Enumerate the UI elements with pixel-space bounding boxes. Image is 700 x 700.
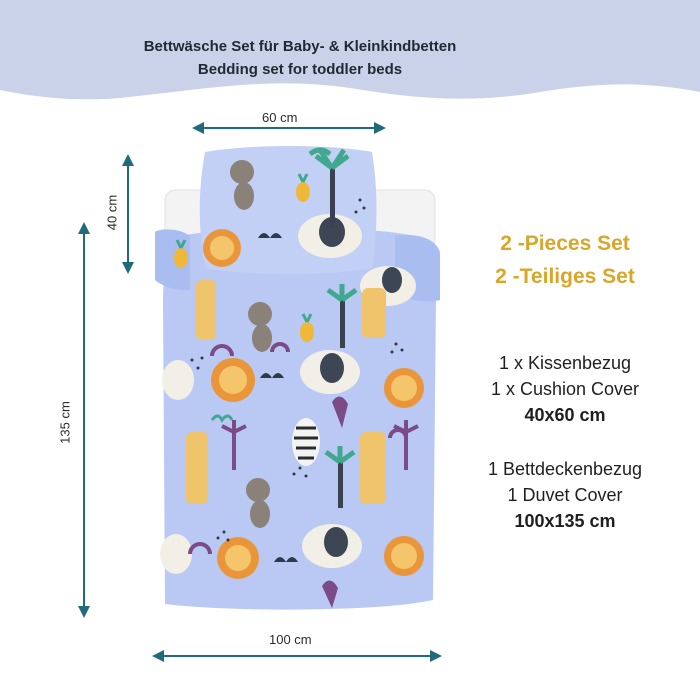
zebra-motif [292,418,320,466]
pillow-width-label: 60 cm [262,110,298,125]
duvet-contents: 1 Bettdeckenbezug 1 Duvet Cover 100x135 … [450,456,680,534]
pieces-set-german: 2 -Teiliges Set [495,265,635,288]
header-wave-band [0,0,700,100]
pillow-label-english: 1 x Cushion Cover [490,379,640,399]
lion-motif [203,229,424,579]
rainbow-motif [188,342,408,555]
title-german: Bettwäsche Set für Baby- & Kleinkindbett… [143,38,457,55]
title-english: Bedding set for toddler beds [197,61,403,78]
elephant-motif [160,214,416,574]
duvet-size: 100x135 cm [514,511,616,531]
duvet-width-label: 100 cm [269,632,312,647]
monkey-motif [230,160,272,528]
pillow-label-german: 1 x Kissenbezug [498,353,632,373]
duvet-height-label: 135 cm [57,401,73,444]
pineapple-motif [174,173,314,342]
pillow-height-label: 40 cm [104,194,120,231]
duvet-label-english: 1 Duvet Cover [507,485,623,505]
pieces-set-english: 2 -Pieces Set [500,232,630,255]
pillow-contents: 1 x Kissenbezug 1 x Cushion Cover 40x60 … [450,350,680,428]
dot-pattern [190,198,404,542]
giraffe-motif [186,280,386,504]
duvet-label-german: 1 Bettdeckenbezug [487,459,643,479]
palm-tree-motif [221,148,419,508]
pillow-size: 40x60 cm [524,405,606,425]
leaf-motif [210,147,348,608]
